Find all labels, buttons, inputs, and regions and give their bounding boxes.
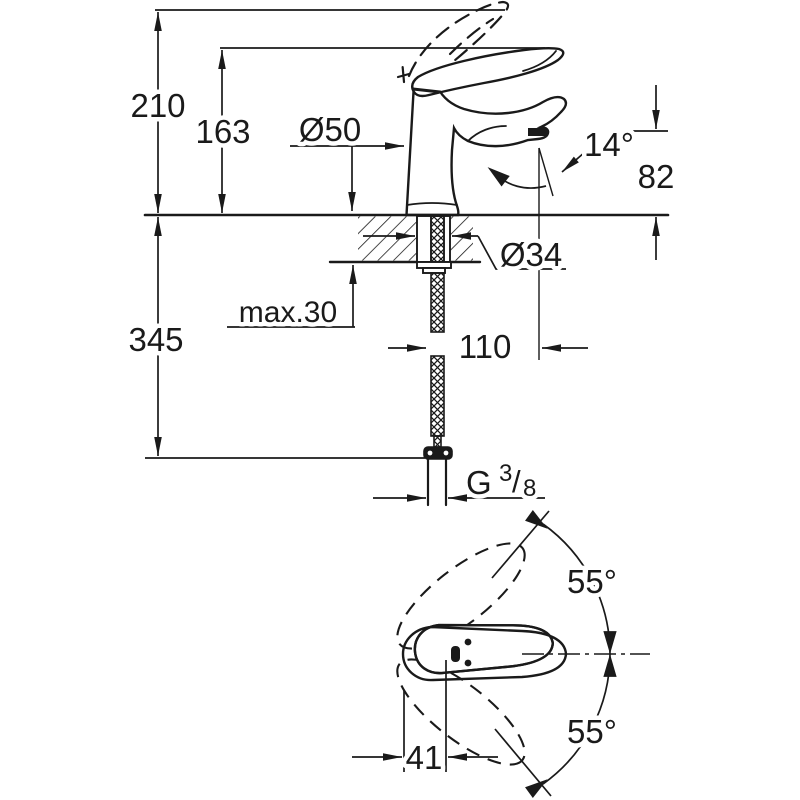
spout-underside-line xyxy=(467,125,507,142)
counter-hatch-right xyxy=(450,216,473,261)
faucet-body xyxy=(405,81,568,217)
flex-hose xyxy=(423,272,453,507)
spray-angle-line xyxy=(538,147,554,197)
g38-denominator: 8 xyxy=(523,475,536,502)
dim-d50-label: Ø50 xyxy=(299,111,361,148)
mounting-shank xyxy=(416,215,452,274)
dimension-labels: 210 163 Ø50 14° 82 Ø34 max.30 345 110 G … xyxy=(124,83,679,781)
counter-hatch-left xyxy=(358,216,417,261)
dim-14deg-label: 14° xyxy=(584,126,634,163)
dim-55deg-lower-label: 55° xyxy=(567,713,617,750)
dim-max30-label: max.30 xyxy=(239,296,337,329)
dim-41-label: 41 xyxy=(406,739,443,776)
g38-numerator: 3 xyxy=(499,460,512,487)
dim-g38-label: G 3 / 8 xyxy=(462,456,541,507)
dim-345-label: 345 xyxy=(128,321,183,358)
swing-arc xyxy=(542,523,611,785)
side-view xyxy=(143,0,670,507)
top-view xyxy=(352,510,650,798)
handle-top-inner-stroke xyxy=(413,623,554,675)
hose-nut xyxy=(423,446,453,460)
dim-110-label: 110 xyxy=(459,328,512,365)
aerator xyxy=(528,128,547,136)
dimension-lines xyxy=(145,9,668,502)
g38-tube xyxy=(426,457,448,507)
handle-swing-dashed xyxy=(396,542,526,766)
g38-slash: / xyxy=(512,464,521,499)
handle-top-outer xyxy=(401,625,568,682)
dim-210-label: 210 xyxy=(130,87,185,124)
handle-tip-fold xyxy=(522,50,557,72)
base-seam xyxy=(406,202,458,206)
handle-hinge-seam xyxy=(411,87,442,94)
handle-indicator-dots xyxy=(451,638,472,667)
g38-prefix: G xyxy=(466,464,492,501)
handle-lever xyxy=(411,47,565,98)
dim-82-label: 82 xyxy=(638,158,675,195)
dim-55deg-upper-label: 55° xyxy=(567,563,617,600)
dim-d34-label: Ø34 xyxy=(500,236,562,273)
dim-163-label: 163 xyxy=(195,113,250,150)
